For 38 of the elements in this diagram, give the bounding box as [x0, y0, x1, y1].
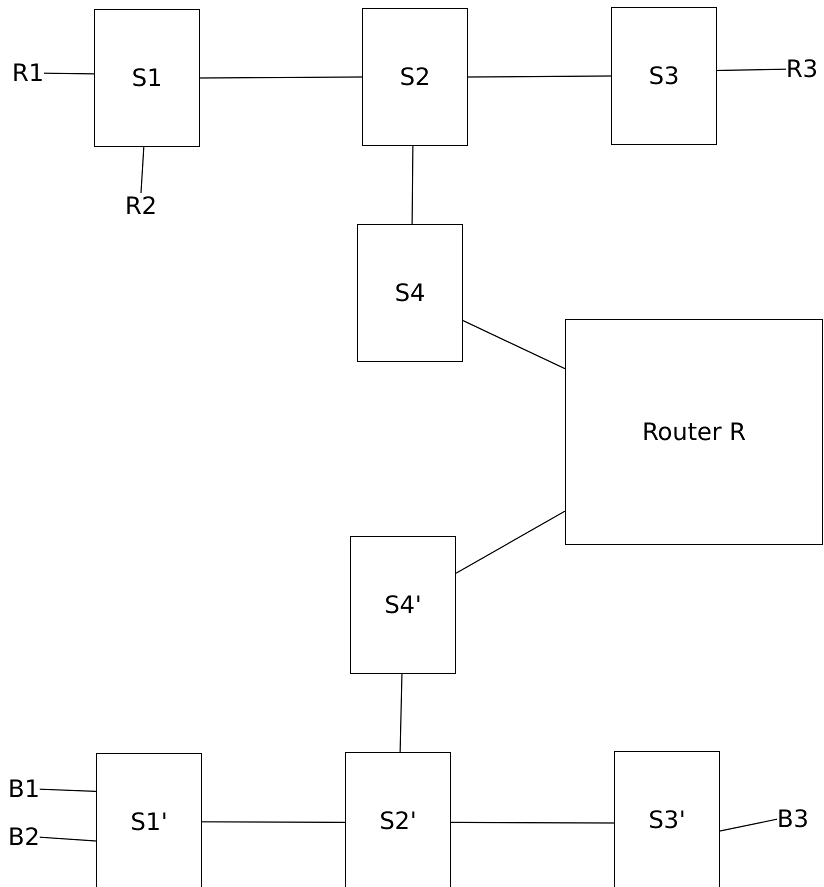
switch-box — [357, 224, 463, 362]
link-line — [412, 146, 414, 224]
switch-box — [362, 8, 468, 146]
box-label: S1' — [130, 809, 168, 836]
link-line — [720, 818, 778, 832]
link-line — [40, 836, 96, 842]
switch-box — [94, 9, 200, 147]
link-line — [200, 76, 362, 79]
link-line — [400, 674, 403, 752]
link-line — [456, 510, 566, 574]
box-label: Router R — [642, 418, 746, 446]
link-line — [716, 68, 786, 72]
port-label: B1 — [8, 776, 40, 802]
port-label: B3 — [777, 806, 809, 832]
box-label: S4 — [394, 280, 426, 306]
link-line — [451, 822, 614, 824]
link-line — [140, 146, 144, 194]
switch-box — [350, 536, 456, 674]
box-label: S2' — [379, 808, 417, 834]
link-line — [202, 821, 345, 823]
switch-box — [96, 753, 202, 887]
link-line — [462, 320, 566, 370]
switch-box — [345, 752, 451, 887]
port-label: R3 — [786, 56, 818, 82]
port-label: R1 — [12, 60, 44, 86]
link-line — [40, 788, 96, 792]
link-line — [44, 72, 94, 74]
box-label: S4' — [384, 592, 422, 618]
box-label: S3' — [648, 807, 686, 834]
port-label: R2 — [125, 193, 157, 220]
switch-box — [614, 751, 720, 887]
port-label: B2 — [8, 824, 40, 850]
link-line — [468, 75, 611, 78]
box-label: S3 — [648, 62, 680, 90]
box-label: S1 — [132, 64, 162, 92]
box-label: S2 — [400, 64, 430, 90]
switch-box — [611, 7, 717, 145]
switch-box — [565, 319, 823, 545]
